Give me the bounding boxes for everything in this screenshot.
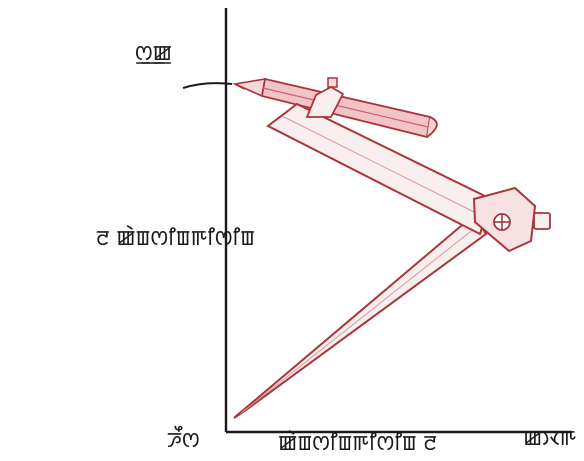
- pencil: [232, 77, 438, 139]
- vertical-axis-label: ꯂ ꯀꯥꯡꯁꯤꯡꯒꯤꯁꯤꯡ: [96, 226, 255, 250]
- compass-needle: [233, 411, 242, 419]
- origin-label: ꯍꯩꯁ: [167, 428, 200, 452]
- horizontal-axis-label: ꯀꯥꯡꯁꯤꯡꯒꯤꯁꯤꯡ ꯂ: [278, 431, 437, 455]
- pencil-clamp: [305, 77, 345, 118]
- top-label: ꯁ꯭ꯀ: [135, 41, 172, 65]
- compass-hinge: [472, 186, 551, 253]
- compass-lower-leg: [233, 213, 488, 419]
- axis-end-label: ꯀꯋꯒ: [523, 426, 577, 450]
- height-marker-arc: [182, 82, 233, 89]
